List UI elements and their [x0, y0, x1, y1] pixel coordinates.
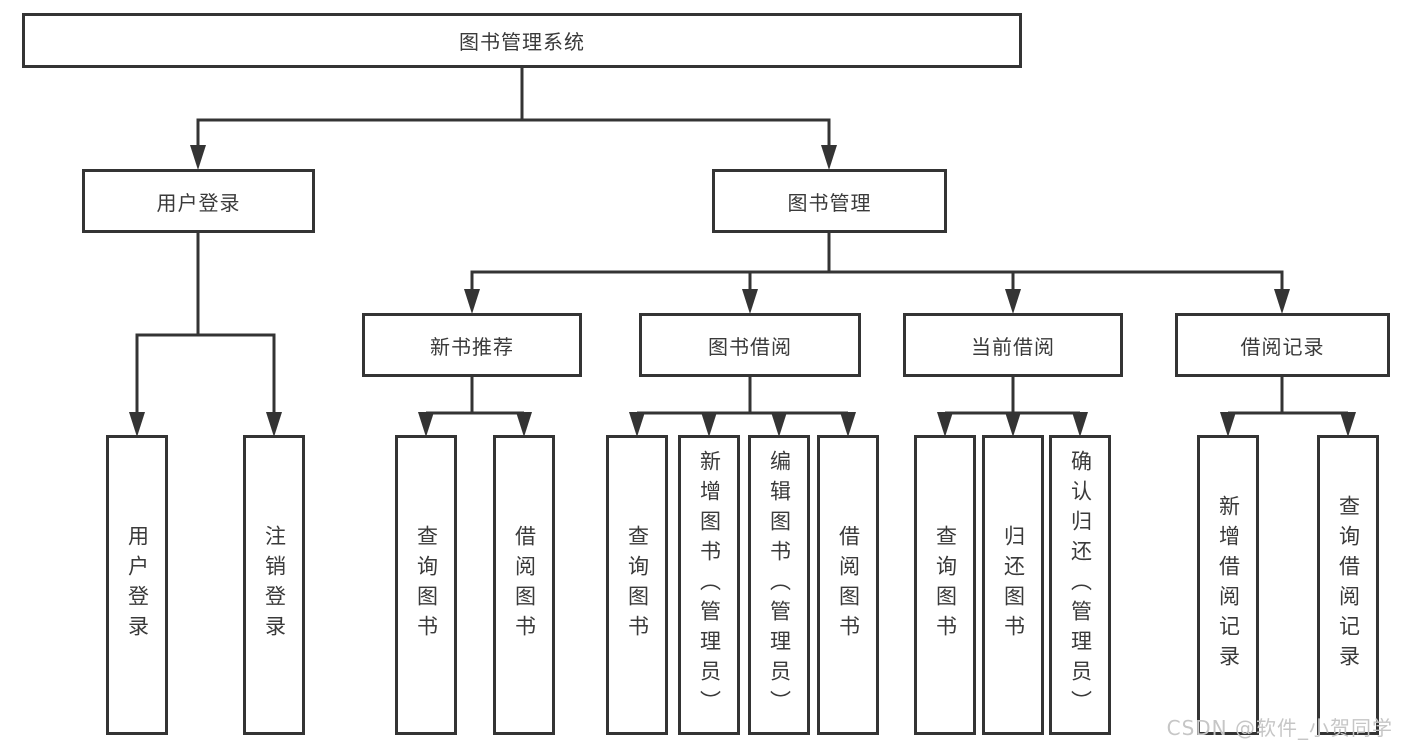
node-library-management-system: 图书管理系统 — [22, 13, 1022, 68]
leaf-borrow-books: 借阅图书 — [817, 435, 879, 735]
leaf-borrow-books-recommend: 借阅图书 — [493, 435, 555, 735]
leaf-user-login: 用户登录 — [106, 435, 168, 735]
leaf-query-books-current: 查询图书 — [914, 435, 976, 735]
leaf-confirm-return-admin: 确认归还（管理员） — [1049, 435, 1111, 735]
watermark: CSDN @软件_小贺同学 — [1166, 716, 1393, 740]
leaf-query-books-recommend: 查询图书 — [395, 435, 457, 735]
leaf-add-book-admin: 新增图书（管理员） — [678, 435, 740, 735]
node-new-book-recommend: 新书推荐 — [362, 313, 582, 377]
node-user-login: 用户登录 — [82, 169, 315, 233]
leaf-edit-book-admin: 编辑图书（管理员） — [748, 435, 810, 735]
leaf-return-book: 归还图书 — [982, 435, 1044, 735]
node-borrow-records: 借阅记录 — [1175, 313, 1390, 377]
node-book-borrow: 图书借阅 — [639, 313, 861, 377]
leaf-query-borrow-record: 查询借阅记录 — [1317, 435, 1379, 735]
node-book-management: 图书管理 — [712, 169, 947, 233]
leaf-logout: 注销登录 — [243, 435, 305, 735]
node-current-borrow: 当前借阅 — [903, 313, 1123, 377]
leaf-add-borrow-record: 新增借阅记录 — [1197, 435, 1259, 735]
leaf-query-books-borrow: 查询图书 — [606, 435, 668, 735]
